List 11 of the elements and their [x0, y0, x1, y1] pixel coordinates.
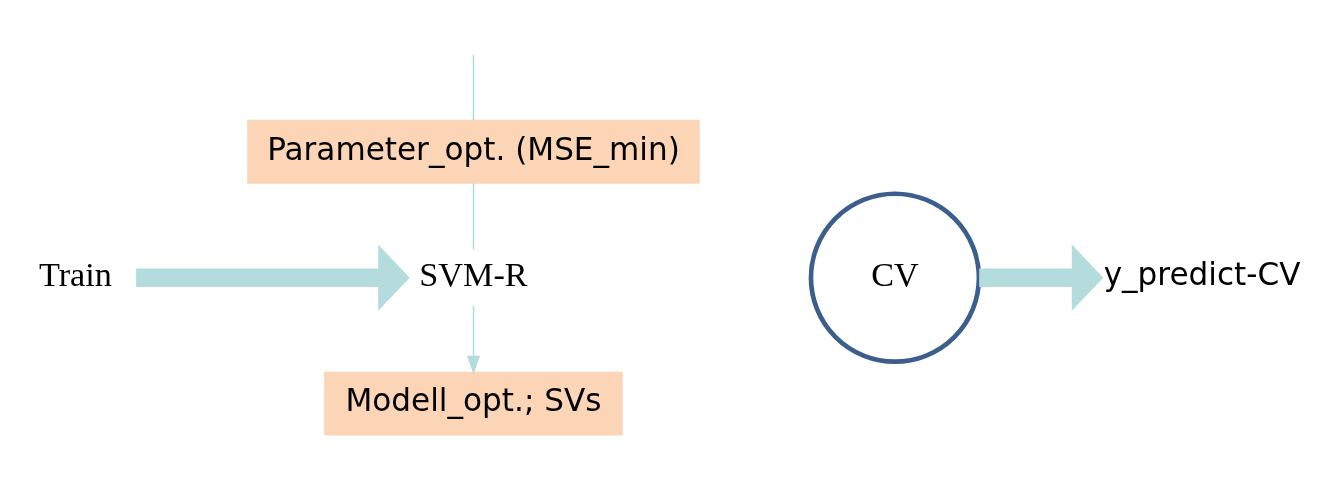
arrow — [979, 244, 1104, 311]
connector — [472, 182, 475, 251]
node-box: Modell_opt.; SVs — [324, 371, 623, 436]
node-circle: CV — [808, 191, 982, 365]
node-text: y_predict-CV — [1103, 256, 1301, 293]
connector — [472, 54, 475, 122]
node-text: Train — [38, 256, 112, 294]
arrow — [136, 244, 410, 311]
node-box: Parameter_opt. (MSE_min) — [247, 119, 700, 184]
arrow — [466, 305, 481, 375]
node-text: SVM-R — [419, 256, 528, 294]
